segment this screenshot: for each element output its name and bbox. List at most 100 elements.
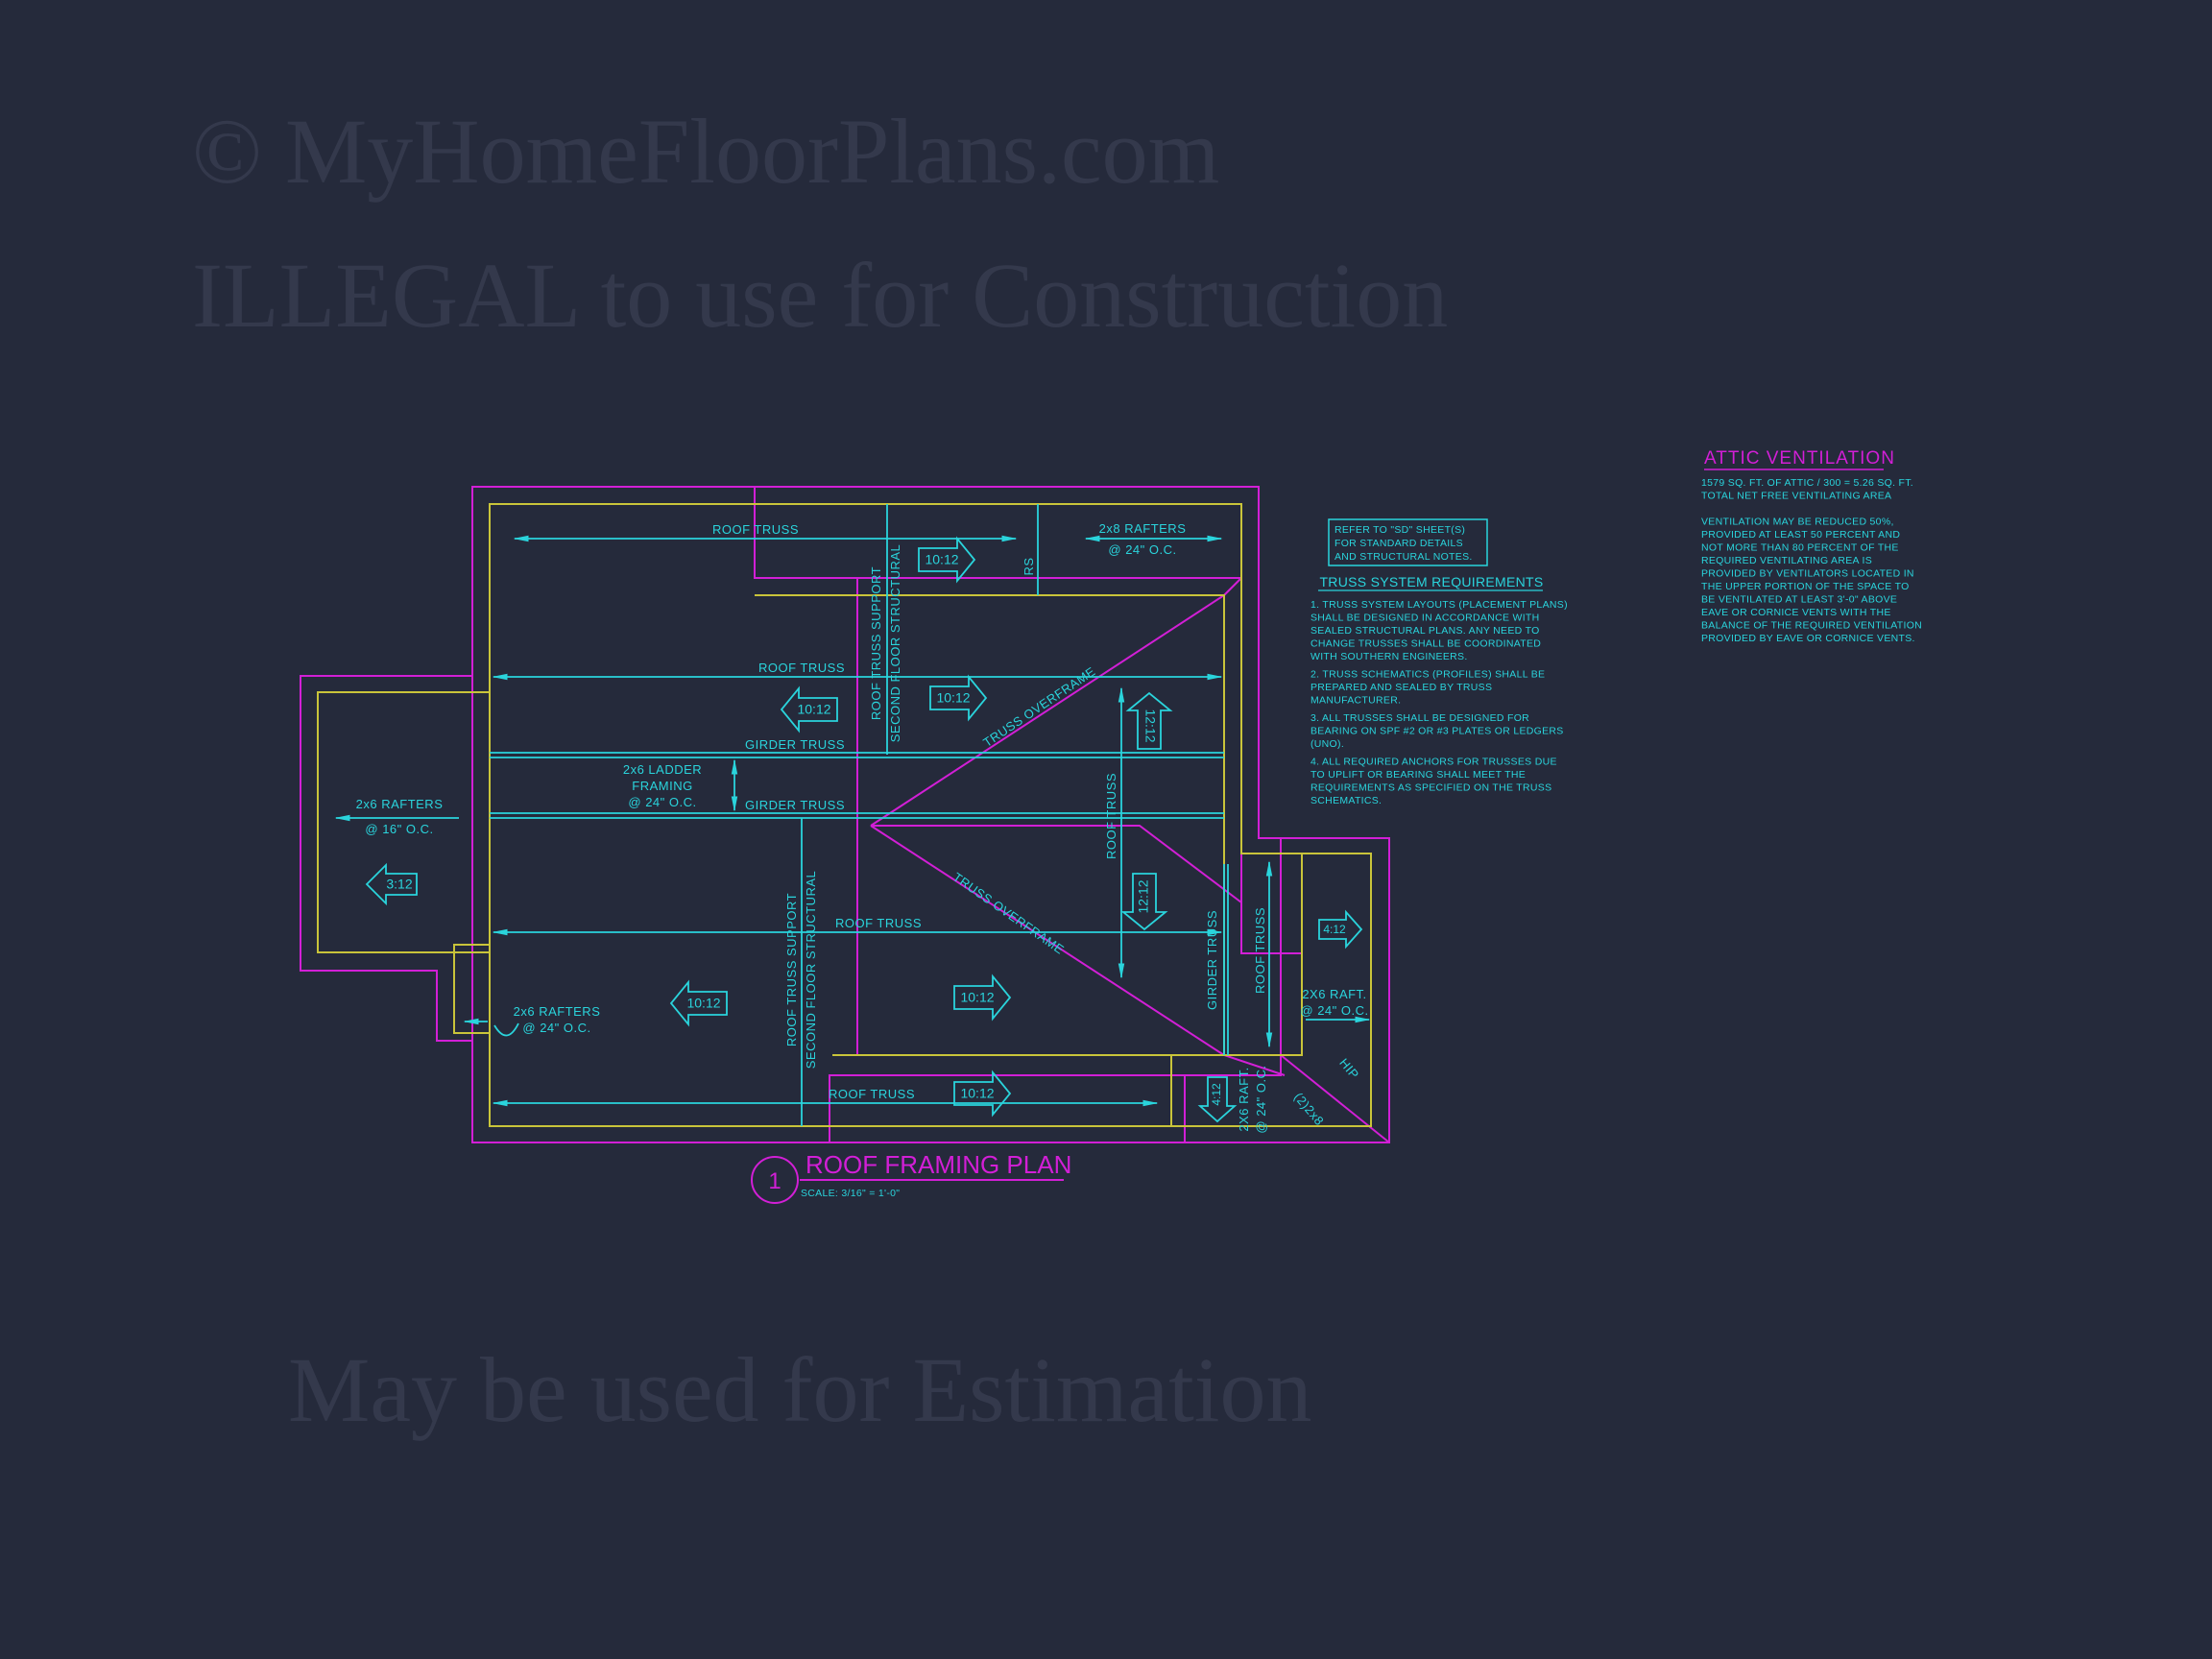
note-line: EAVE OR CORNICE VENTS WITH THE (1701, 607, 1891, 618)
note-line: PROVIDED BY EAVE OR CORNICE VENTS. (1701, 633, 1915, 644)
label-ladder-1: 2x6 LADDER (623, 762, 702, 777)
note-line: 4. ALL REQUIRED ANCHORS FOR TRUSSES DUE (1310, 757, 1557, 768)
drawing-title: 1 ROOF FRAMING PLAN SCALE: 3/16" = 1'-0" (751, 1150, 1071, 1204)
svg-text:FOR STANDARD DETAILS: FOR STANDARD DETAILS (1334, 538, 1463, 549)
label-girder-truss-2: GIRDER TRUSS (745, 798, 845, 812)
note-line: 1. TRUSS SYSTEM LAYOUTS (PLACEMENT PLANS… (1310, 599, 1568, 611)
label-rafters-left: 2x6 RAFTERS (356, 797, 444, 811)
note-line: PREPARED AND SEALED BY TRUSS (1310, 682, 1492, 693)
note-line: SCHEMATICS. (1310, 795, 1382, 806)
svg-text:10:12: 10:12 (797, 702, 830, 717)
svg-text:REFER TO "SD" SHEET(S): REFER TO "SD" SHEET(S) (1334, 524, 1465, 536)
pitch-arrows: 10:12 10:12 10:12 12:12 12:12 10:12 10:1… (365, 536, 1363, 1123)
label-rafters-2x8-oc: @ 24" O.C. (1108, 542, 1176, 557)
label-rafters-nook-oc: @ 24" O.C. (522, 1021, 590, 1035)
note-line: REQUIRED VENTILATING AREA IS (1701, 555, 1872, 566)
note-line: WITH SOUTHERN ENGINEERS. (1310, 651, 1468, 662)
pitch-arrow: 4:12 (1197, 1076, 1238, 1123)
note-line: CHANGE TRUSSES SHALL BE COORDINATED (1310, 638, 1541, 650)
truss-requirements: TRUSS SYSTEM REQUIREMENTS 1. TRUSS SYSTE… (1310, 574, 1568, 806)
note-line: 3. ALL TRUSSES SHALL BE DESIGNED FOR (1310, 712, 1529, 724)
watermarks: © MyHomeFloorPlans.com ILLEGAL to use fo… (192, 100, 1448, 1441)
label-hip-size: (2)2x8 (1291, 1090, 1327, 1128)
label-truss-support-2b: SECOND FLOOR STRUCTURAL (804, 871, 818, 1070)
pitch-arrow: 10:12 (953, 1070, 1012, 1118)
note-line: BALANCE OF THE REQUIRED VENTILATION (1701, 620, 1922, 632)
svg-text:4:12: 4:12 (1210, 1083, 1223, 1106)
note-line: SEALED STRUCTURAL PLANS. ANY NEED TO (1310, 625, 1540, 637)
truss-requirements-lines: 1. TRUSS SYSTEM LAYOUTS (PLACEMENT PLANS… (1310, 599, 1568, 806)
watermark-illegal: ILLEGAL to use for Construction (192, 244, 1448, 347)
pitch-arrow: 10:12 (780, 685, 838, 733)
svg-text:12:12: 12:12 (1142, 709, 1158, 742)
watermark-copyright: © MyHomeFloorPlans.com (192, 100, 1219, 203)
pitch-arrow: 4:12 (1318, 909, 1363, 950)
svg-text:4:12: 4:12 (1323, 923, 1346, 936)
exterior-walls (300, 486, 1390, 1143)
svg-text:10:12: 10:12 (960, 990, 994, 1005)
label-roof-truss-1: ROOF TRUSS (712, 522, 799, 537)
svg-text:AND STRUCTURAL NOTES.: AND STRUCTURAL NOTES. (1334, 551, 1473, 563)
label-truss-support-2a: SECOND FLOOR STRUCTURAL (888, 544, 902, 743)
note-line: VENTILATION MAY BE REDUCED 50%, (1701, 517, 1894, 528)
label-raft-right: 2X6 RAFT. (1302, 987, 1366, 1001)
pitch-arrow: 3:12 (365, 862, 418, 906)
label-truss-support-1b: ROOF TRUSS SUPPORT (784, 893, 799, 1046)
note-line: BE VENTILATED AT LEAST 3'-0" ABOVE (1701, 594, 1897, 606)
note-line: 1579 SQ. FT. OF ATTIC / 300 = 5.26 SQ. F… (1701, 477, 1913, 489)
plan-labels: ROOF TRUSS 2x8 RAFTERS @ 24" O.C. RS ROO… (356, 521, 1368, 1134)
label-ladder-2: FRAMING (632, 779, 692, 793)
note-line: TOTAL NET FREE VENTILATING AREA (1701, 491, 1891, 502)
label-girder-truss-1: GIRDER TRUSS (745, 737, 845, 752)
label-rafters-left-oc: @ 16" O.C. (365, 822, 433, 836)
watermark-estimation: May be used for Estimation (288, 1338, 1311, 1441)
label-roof-truss-vertical: ROOF TRUSS (1104, 773, 1118, 859)
svg-text:10:12: 10:12 (960, 1086, 994, 1101)
note-line: MANUFACTURER. (1310, 695, 1401, 707)
note-line: TO UPLIFT OR BEARING SHALL MEET THE (1310, 769, 1526, 781)
note-line: THE UPPER PORTION OF THE SPACE TO (1701, 581, 1910, 592)
pitch-arrow: 12:12 (1120, 873, 1168, 931)
label-rs: RS (1022, 557, 1036, 575)
note-line: BEARING ON SPF #2 OR #3 PLATES OR LEDGER… (1310, 726, 1564, 737)
svg-text:10:12: 10:12 (936, 690, 970, 706)
svg-text:10:12: 10:12 (686, 996, 720, 1011)
note-line: REQUIREMENTS AS SPECIFIED ON THE TRUSS (1310, 782, 1551, 794)
label-hip: HIP (1336, 1055, 1361, 1081)
attic-ventilation-lines: 1579 SQ. FT. OF ATTIC / 300 = 5.26 SQ. F… (1701, 477, 1922, 644)
attic-ventilation: ATTIC VENTILATION 1579 SQ. FT. OF ATTIC … (1701, 448, 1922, 644)
note-line: 2. TRUSS SCHEMATICS (PROFILES) SHALL BE (1310, 669, 1545, 681)
label-raft-bottom-oc: @ 24" O.C. (1254, 1065, 1268, 1133)
pitch-arrow: 12:12 (1125, 691, 1173, 750)
title-text: ROOF FRAMING PLAN (805, 1150, 1071, 1179)
title-scale: SCALE: 3/16" = 1'-0" (801, 1188, 900, 1199)
label-girder-truss-vertical: GIRDER TRUSS (1205, 910, 1219, 1010)
note-line: (UNO). (1310, 738, 1344, 750)
svg-text:3:12: 3:12 (386, 877, 412, 892)
attic-ventilation-heading: ATTIC VENTILATION (1704, 448, 1895, 469)
label-raft-bottom: 2X6 RAFT. (1237, 1067, 1251, 1131)
label-roof-truss-4: ROOF TRUSS (829, 1087, 915, 1101)
pitch-arrow: 10:12 (929, 674, 988, 722)
label-roof-truss-2: ROOF TRUSS (758, 661, 845, 675)
svg-text:12:12: 12:12 (1136, 879, 1151, 913)
refer-notes-box: REFER TO "SD" SHEET(S) FOR STANDARD DETA… (1328, 518, 1488, 566)
svg-text:10:12: 10:12 (925, 552, 958, 567)
pitch-arrow: 10:12 (669, 979, 728, 1027)
label-ladder-3: @ 24" O.C. (628, 795, 696, 809)
note-line: NOT MORE THAN 80 PERCENT OF THE (1701, 542, 1899, 554)
truss-requirements-heading: TRUSS SYSTEM REQUIREMENTS (1319, 574, 1543, 589)
label-rafters-nook: 2x6 RAFTERS (514, 1004, 601, 1019)
label-rafters-2x8: 2x8 RAFTERS (1099, 521, 1187, 536)
label-truss-support-1a: ROOF TRUSS SUPPORT (869, 566, 883, 720)
label-raft-right-oc: @ 24" O.C. (1300, 1003, 1368, 1018)
framing-lines (334, 504, 1371, 1126)
note-line: PROVIDED BY VENTILATORS LOCATED IN (1701, 568, 1914, 580)
title-number: 1 (768, 1168, 781, 1194)
label-truss-overframe-2: TRUSS OVERFRAME (950, 870, 1067, 957)
note-line: SHALL BE DESIGNED IN ACCORDANCE WITH (1310, 613, 1540, 624)
note-line: PROVIDED AT LEAST 50 PERCENT AND (1701, 529, 1900, 541)
top-plates (317, 503, 1372, 1127)
pitch-arrow: 10:12 (918, 536, 976, 584)
